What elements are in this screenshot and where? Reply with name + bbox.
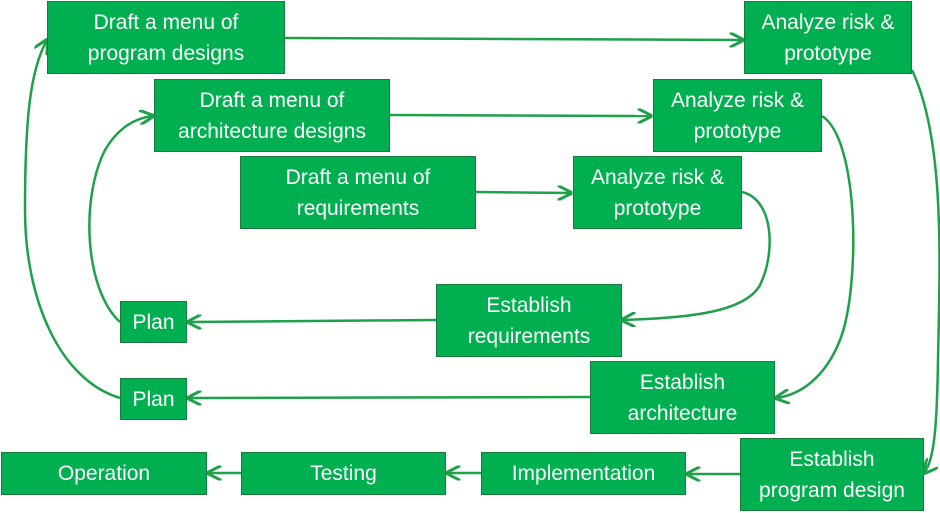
operation-box: Operation (1, 452, 207, 495)
draft-architecture-designs-box: Draft a menu of architecture designs (154, 79, 390, 152)
arrow-analyze-to-establish-requirements (622, 190, 771, 320)
analyze-risk-prototype-box-2: Analyze risk & prototype (653, 79, 822, 152)
arrow-analyze-to-establish-architecture (776, 114, 855, 398)
analyze-risk-prototype-box-3: Analyze risk & prototype (573, 156, 742, 229)
arrow-architecture-to-plan (188, 397, 591, 398)
establish-requirements-box: Establish requirements (436, 284, 622, 357)
implementation-box: Implementation (481, 452, 686, 495)
draft-program-designs-box: Draft a menu of program designs (47, 1, 285, 74)
arrow-draft-requirements-to-analyze (475, 192, 571, 193)
arrow-plan-to-draft-program (23, 40, 121, 400)
plan-box-2: Plan (120, 378, 187, 420)
establish-architecture-box: Establish architecture (590, 361, 775, 434)
arrow-draft-architecture-to-analyze (389, 115, 651, 116)
analyze-risk-prototype-box-1: Analyze risk & prototype (744, 1, 912, 74)
draft-requirements-box: Draft a menu of requirements (240, 156, 476, 229)
arrow-analyze-to-establish-program-design (910, 69, 940, 473)
arrow-draft-program-to-analyze (284, 38, 743, 40)
testing-box: Testing (241, 452, 446, 495)
arrow-requirements-to-plan (188, 320, 437, 322)
plan-box-1: Plan (120, 301, 187, 343)
establish-program-design-box: Establish program design (740, 438, 924, 511)
arrow-plan-to-draft-architecture (88, 116, 153, 323)
